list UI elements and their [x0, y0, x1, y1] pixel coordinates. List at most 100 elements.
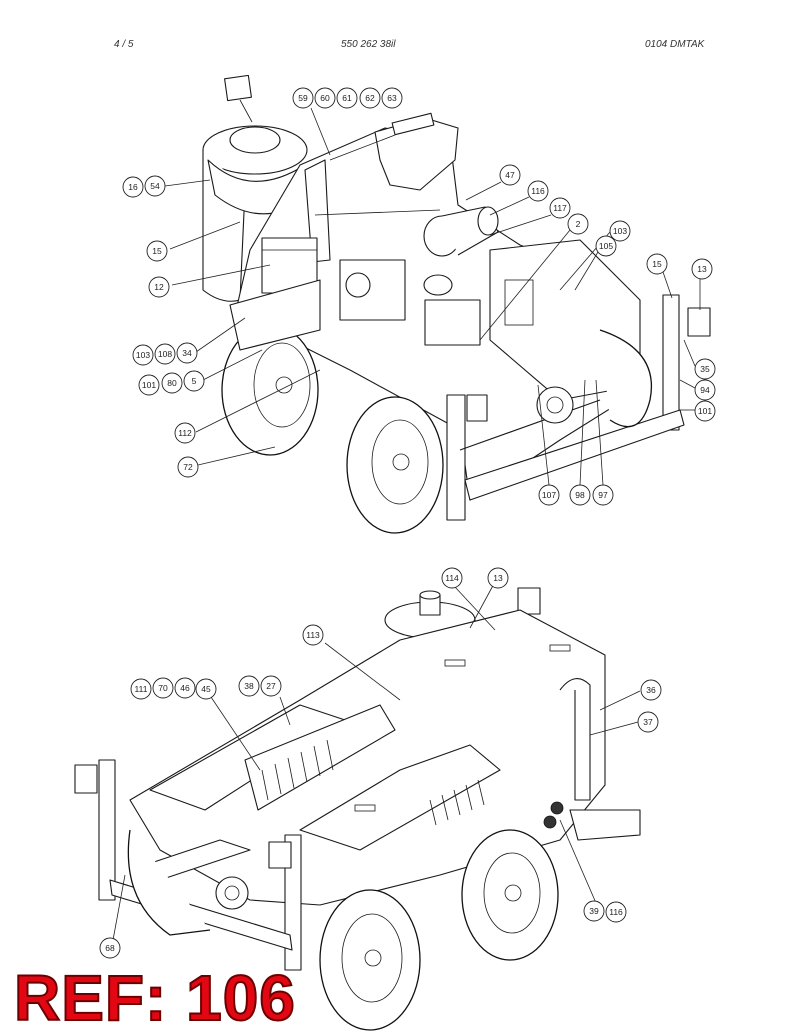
- callout-108: 108: [154, 343, 176, 365]
- callout-label: 117: [553, 203, 567, 213]
- callout-label: 54: [150, 181, 160, 191]
- callout-112: 112: [174, 422, 196, 444]
- callout-54: 54: [144, 175, 166, 197]
- callout-34: 34: [176, 342, 198, 364]
- callout-13: 13: [691, 258, 713, 280]
- callout-117: 117: [549, 197, 571, 219]
- callout-113: 113: [302, 624, 324, 646]
- callout-116-bottom: 116: [605, 901, 627, 923]
- callout-62: 62: [359, 87, 381, 109]
- callout-114: 114: [441, 567, 463, 589]
- callout-105: 105: [595, 235, 617, 257]
- callout-label: 35: [700, 364, 710, 374]
- callout-label: 27: [266, 681, 276, 691]
- callout-label: 98: [575, 490, 585, 500]
- callout-70: 70: [152, 677, 174, 699]
- callout-101b: 101: [694, 400, 716, 422]
- callout-59: 59: [292, 87, 314, 109]
- callout-label: 12: [154, 282, 164, 292]
- callout-label: 68: [105, 943, 115, 953]
- bottom-leader-lines: [112, 579, 641, 941]
- callout-label: 34: [182, 348, 192, 358]
- callout-label: 46: [180, 683, 190, 693]
- callout-5: 5: [183, 370, 205, 392]
- callout-label: 101: [698, 406, 712, 416]
- callout-38: 38: [238, 675, 260, 697]
- callout-label: 36: [646, 685, 656, 695]
- callout-label: 63: [387, 93, 397, 103]
- callout-label: 103: [613, 226, 627, 236]
- callout-label: 61: [342, 93, 352, 103]
- callout-35: 35: [694, 358, 716, 380]
- callout-63: 63: [381, 87, 403, 109]
- callout-101: 101: [138, 374, 160, 396]
- callout-116: 116: [527, 180, 549, 202]
- top-callouts: 59 60 61 62 63 16 54 47 116 117 2 103 10…: [122, 87, 716, 506]
- callout-103: 103: [609, 220, 631, 242]
- callout-label: 13: [697, 264, 707, 274]
- callout-15: 15: [146, 240, 168, 262]
- callout-label: 37: [643, 717, 653, 727]
- bottom-machine-drawing: [74, 587, 641, 1031]
- callout-72: 72: [177, 456, 199, 478]
- callout-label: 62: [365, 93, 375, 103]
- callout-27: 27: [260, 675, 282, 697]
- callout-label: 97: [598, 490, 608, 500]
- callout-label: 108: [158, 349, 172, 359]
- callout-label: 5: [192, 376, 197, 386]
- callout-2: 2: [567, 213, 589, 235]
- callout-label: 2: [576, 219, 581, 229]
- callout-label: 116: [531, 186, 545, 196]
- callout-98: 98: [569, 484, 591, 506]
- callout-107: 107: [538, 484, 560, 506]
- callout-label: 39: [589, 906, 599, 916]
- callout-12: 12: [148, 276, 170, 298]
- callout-label: 60: [320, 93, 330, 103]
- callout-label: 114: [445, 573, 459, 583]
- callout-13-bottom: 13: [487, 567, 509, 589]
- callout-label: 103: [136, 350, 150, 360]
- callout-label: 113: [306, 630, 320, 640]
- callout-label: 94: [700, 385, 710, 395]
- callout-97: 97: [592, 484, 614, 506]
- top-machine-drawing: [202, 74, 711, 534]
- callout-label: 59: [298, 93, 308, 103]
- document-number: 550 262 38il: [341, 39, 396, 50]
- revision-code: 0104 DMTAK: [645, 39, 705, 50]
- callout-103b: 103: [132, 344, 154, 366]
- callout-label: 15: [152, 246, 162, 256]
- callout-68: 68: [99, 937, 121, 959]
- callout-label: 70: [158, 683, 168, 693]
- callout-61: 61: [336, 87, 358, 109]
- ref-stamp: REF: 106: [13, 962, 296, 1034]
- callout-label: 101: [142, 380, 156, 390]
- callout-111: 111: [130, 678, 152, 700]
- callout-15b: 15: [646, 253, 668, 275]
- callout-label: 72: [183, 462, 193, 472]
- callout-16: 16: [122, 176, 144, 198]
- callout-36: 36: [640, 679, 662, 701]
- callout-label: 80: [167, 378, 177, 388]
- callout-label: 45: [201, 684, 211, 694]
- callout-label: 107: [542, 490, 556, 500]
- callout-39: 39: [583, 900, 605, 922]
- callout-label: 13: [493, 573, 503, 583]
- callout-label: 116: [609, 907, 623, 917]
- callout-80: 80: [161, 372, 183, 394]
- callout-45: 45: [195, 678, 217, 700]
- callout-label: 15: [652, 259, 662, 269]
- callout-37: 37: [637, 711, 659, 733]
- bottom-callouts: 114 13 113 111 70 46 45 38 27 36 37 68 3…: [99, 567, 662, 959]
- callout-46: 46: [174, 677, 196, 699]
- callout-label: 38: [244, 681, 254, 691]
- callout-label: 47: [505, 170, 515, 180]
- callout-label: 105: [599, 241, 613, 251]
- callout-label: 111: [135, 684, 148, 694]
- callout-label: 112: [178, 428, 192, 438]
- callout-label: 16: [128, 182, 138, 192]
- callout-60: 60: [314, 87, 336, 109]
- callout-94: 94: [694, 379, 716, 401]
- callout-47: 47: [499, 164, 521, 186]
- page-number: 4 / 5: [114, 39, 134, 50]
